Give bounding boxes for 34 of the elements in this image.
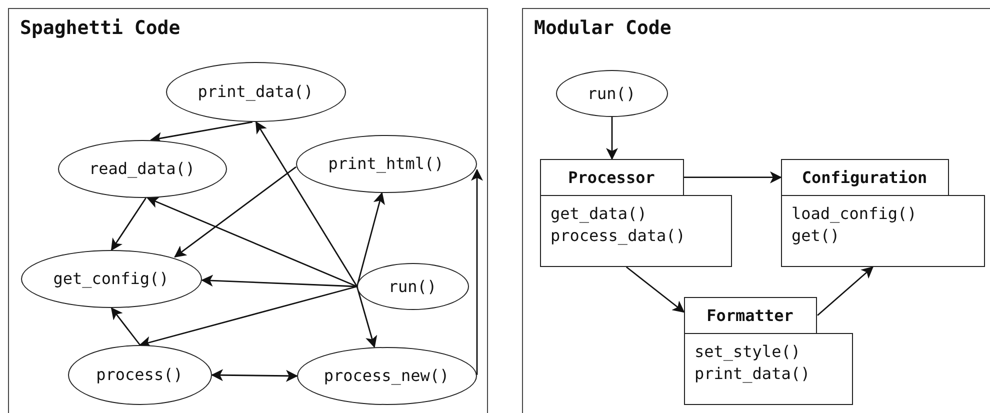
diagram-panel (8, 8, 488, 413)
arrow (684, 171, 782, 184)
function-name: run() (388, 276, 437, 296)
method-name: get() (792, 226, 841, 246)
function-ellipse (356, 262, 468, 310)
panel-title: Spaghetti Code (20, 17, 180, 39)
arrow (606, 117, 618, 160)
arrow (471, 168, 483, 375)
class-name-tab: Formatter (684, 296, 816, 334)
function-name: process_new() (324, 366, 450, 385)
method-name: process_data() (550, 226, 686, 246)
diagram-panel (522, 8, 990, 413)
arrow (211, 369, 298, 382)
method-name: get_data() (550, 204, 648, 224)
function-name: read_data() (89, 159, 195, 178)
arrow (201, 274, 358, 288)
method-name: load_config() (792, 204, 918, 224)
arrow (110, 198, 146, 251)
function-name: run() (587, 84, 636, 102)
arrow (110, 307, 141, 346)
method-name: set_style() (694, 342, 802, 362)
class-name-tab: Configuration (780, 158, 948, 196)
arrow (626, 266, 685, 313)
arrow (817, 266, 874, 316)
arrow (174, 166, 296, 258)
arrow (255, 121, 358, 287)
function-name: get_config() (53, 269, 169, 288)
function-name: print_html() (328, 154, 444, 173)
class-name-tab: Processor (540, 158, 684, 196)
arrow (146, 196, 358, 288)
function-name: print_data() (198, 82, 314, 101)
panel-title: Modular Code (534, 17, 672, 39)
function-name: process() (96, 365, 183, 384)
method-name: print_data() (694, 364, 812, 384)
